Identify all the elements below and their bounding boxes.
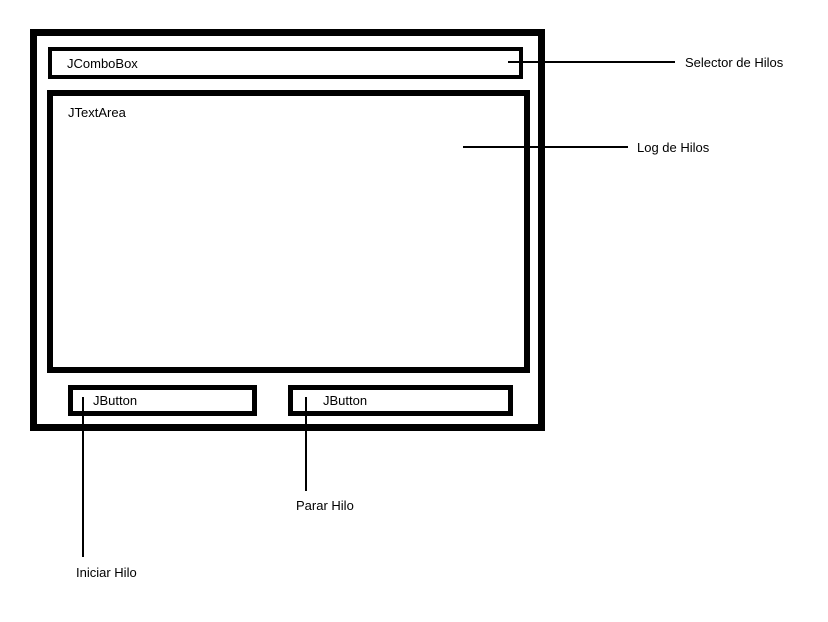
annotation-iniciar-hilo: Iniciar Hilo bbox=[76, 565, 137, 580]
annotation-selector-de-hilos: Selector de Hilos bbox=[685, 55, 784, 70]
jtextarea-label: JTextArea bbox=[68, 105, 126, 120]
leader-line-log bbox=[463, 146, 628, 148]
jtextarea[interactable]: JTextArea bbox=[47, 90, 530, 373]
jcombobox-label: JComboBox bbox=[67, 55, 138, 71]
annotation-parar-hilo: Parar Hilo bbox=[296, 498, 354, 513]
leader-line-parar bbox=[305, 397, 307, 491]
jbutton-iniciar[interactable]: JButton bbox=[68, 385, 257, 416]
jbutton-parar[interactable]: JButton bbox=[288, 385, 513, 416]
jbutton-parar-label: JButton bbox=[323, 393, 368, 408]
leader-line-selector bbox=[508, 61, 675, 63]
annotation-log-de-hilos: Log de Hilos bbox=[637, 140, 710, 155]
leader-line-iniciar bbox=[82, 397, 84, 557]
jbutton-iniciar-label: JButton bbox=[93, 393, 138, 408]
jcombobox[interactable]: JComboBox bbox=[48, 47, 523, 79]
